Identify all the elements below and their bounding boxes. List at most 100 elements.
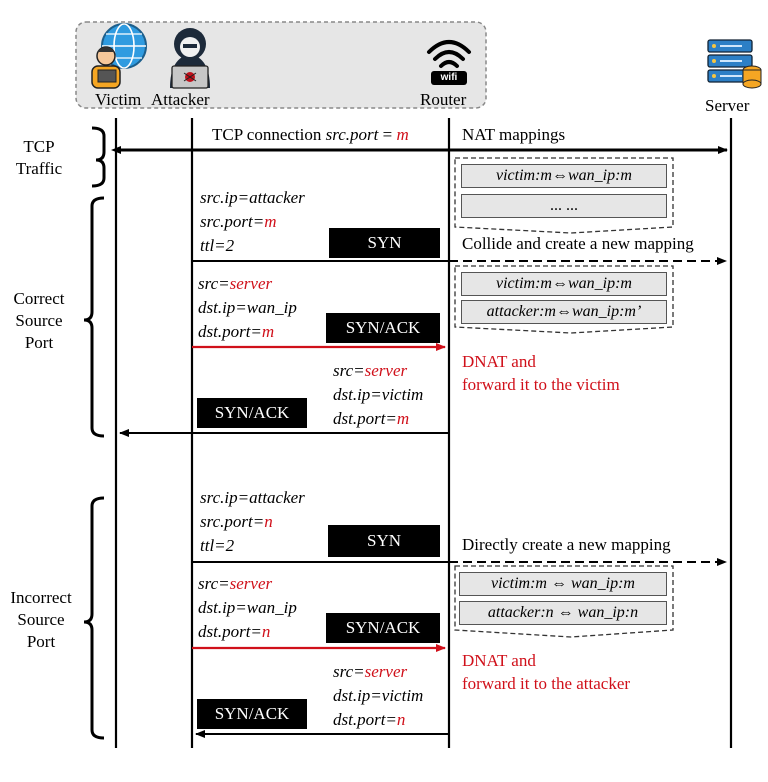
field-value: server [229, 274, 273, 293]
synack-box-correct-2: SYN/ACK [197, 398, 307, 428]
field-row: dst.port=m [333, 407, 423, 431]
field-row: ttl=2 [200, 234, 305, 258]
dnat-note-incorrect: DNAT and forward it to the attacker [462, 649, 630, 695]
mapping-after-correct-1: attacker:m⇔wan_ip:m’ [461, 300, 667, 324]
victim-label: Victim [95, 90, 142, 109]
field-row: src=server [198, 272, 297, 296]
phase-line: Source [15, 311, 63, 330]
synack2-fields-correct: src=server dst.ip=victim dst.port=m [333, 359, 423, 431]
tcp-connection-label: TCP connection src.port = m [212, 124, 409, 146]
field-key: src= [198, 574, 230, 593]
field-row: dst.ip=wan_ip [198, 296, 297, 320]
field-value: n [396, 710, 406, 729]
phase-line: Port [26, 632, 56, 651]
note-line: DNAT and [462, 651, 536, 670]
field-key: src= [333, 662, 365, 681]
field-row: src.ip=attacker [200, 186, 305, 210]
nat-mappings-title: NAT mappings [462, 125, 566, 144]
wifi-badge-label: wifi [440, 72, 458, 83]
phase-line: Correct [13, 289, 65, 308]
syn-note-incorrect: Directly create a new mapping [462, 535, 671, 554]
tcp-connection-eq: = [378, 125, 397, 144]
syn-note-correct: Collide and create a new mapping [462, 234, 694, 253]
phase-tcp-traffic: TCP Traffic [4, 136, 74, 180]
field-key: dst.ip=wan_ip [198, 298, 297, 317]
field-key: ttl=2 [200, 536, 235, 555]
field-value: n [261, 622, 271, 641]
field-row: src.ip=attacker [200, 486, 305, 510]
field-key: dst.ip=wan_ip [198, 598, 297, 617]
synack1-fields-correct: src=server dst.ip=wan_ip dst.port=m [198, 272, 297, 344]
field-row: dst.ip=victim [333, 383, 423, 407]
mapping-before-0: victim:m⇔wan_ip:m [461, 164, 667, 188]
synack-box-incorrect-1: SYN/ACK [326, 613, 440, 643]
synack1-fields-incorrect: src=server dst.ip=wan_ip dst.port=n [198, 572, 297, 644]
field-row: dst.port=m [198, 320, 297, 344]
tcp-connection-field: src.port [325, 125, 379, 144]
field-row: src=server [333, 660, 423, 684]
syn-box-correct: SYN [329, 228, 440, 258]
dnat-note-correct: DNAT and forward it to the victim [462, 350, 620, 396]
field-row: src.port=n [200, 510, 305, 534]
tcp-connection-value: m [396, 125, 409, 144]
field-value: m [396, 409, 410, 428]
phase-line: Traffic [15, 159, 63, 178]
field-row: src=server [333, 359, 423, 383]
attacker-icon [170, 28, 210, 89]
field-key: dst.ip=victim [333, 385, 424, 404]
phase-line: Source [17, 610, 65, 629]
syn-box-incorrect: SYN [328, 525, 440, 557]
field-key: src.port= [200, 512, 265, 531]
field-key: src.ip= [200, 188, 250, 207]
field-row: dst.port=n [198, 620, 297, 644]
field-value: server [229, 574, 273, 593]
field-row: dst.ip=victim [333, 684, 423, 708]
brace-tcp-traffic [91, 126, 106, 188]
note-line: DNAT and [462, 352, 536, 371]
field-key: src.ip= [200, 488, 250, 507]
field-key: src= [333, 361, 365, 380]
mapping-before-1: ... ... [461, 194, 667, 218]
field-key: src.port= [200, 212, 265, 231]
brace-incorrect [83, 496, 105, 740]
phase-line: TCP [23, 137, 55, 156]
field-value: attacker [249, 488, 305, 507]
field-row: src.port=m [200, 210, 305, 234]
field-value: m [261, 322, 275, 341]
field-value: server [364, 361, 408, 380]
mapping-after-incorrect-1: attacker:n ⇔ wan_ip:n [459, 601, 667, 625]
phase-line: Port [24, 333, 54, 352]
victim-icon [91, 23, 147, 89]
syn-fields-incorrect: src.ip=attacker src.port=n ttl=2 [200, 486, 305, 558]
attacker-label: Attacker [151, 90, 210, 109]
nat-table-before [454, 157, 674, 234]
mapping-after-correct-0: victim:m⇔wan_ip:m [461, 272, 667, 296]
mapping-after-incorrect-0: victim:m ⇔ wan_ip:m [459, 572, 667, 596]
field-value: m [264, 212, 277, 231]
router-label: Router [420, 90, 467, 109]
server-icon [707, 39, 762, 89]
syn-fields-correct: src.ip=attacker src.port=m ttl=2 [200, 186, 305, 258]
phase-correct: Correct Source Port [0, 288, 78, 354]
field-key: src= [198, 274, 230, 293]
field-row: dst.ip=wan_ip [198, 596, 297, 620]
field-value: attacker [249, 188, 305, 207]
field-key: ttl=2 [200, 236, 235, 255]
phase-incorrect: Incorrect Source Port [0, 587, 82, 653]
field-key: dst.port= [198, 622, 262, 641]
wifi-icon [427, 40, 471, 85]
field-key: dst.port= [198, 322, 262, 341]
field-row: src=server [198, 572, 297, 596]
field-key: dst.port= [333, 710, 397, 729]
tcp-connection-prefix: TCP connection [212, 125, 326, 144]
note-line: forward it to the attacker [462, 674, 631, 693]
phase-line: Incorrect [10, 588, 72, 607]
nat-table-after-correct [454, 265, 674, 334]
field-key: dst.ip=victim [333, 686, 424, 705]
server-label: Server [705, 96, 750, 115]
field-key: dst.port= [333, 409, 397, 428]
field-row: dst.port=n [333, 708, 423, 732]
synack2-fields-incorrect: src=server dst.ip=victim dst.port=n [333, 660, 423, 732]
field-value: server [364, 662, 408, 681]
